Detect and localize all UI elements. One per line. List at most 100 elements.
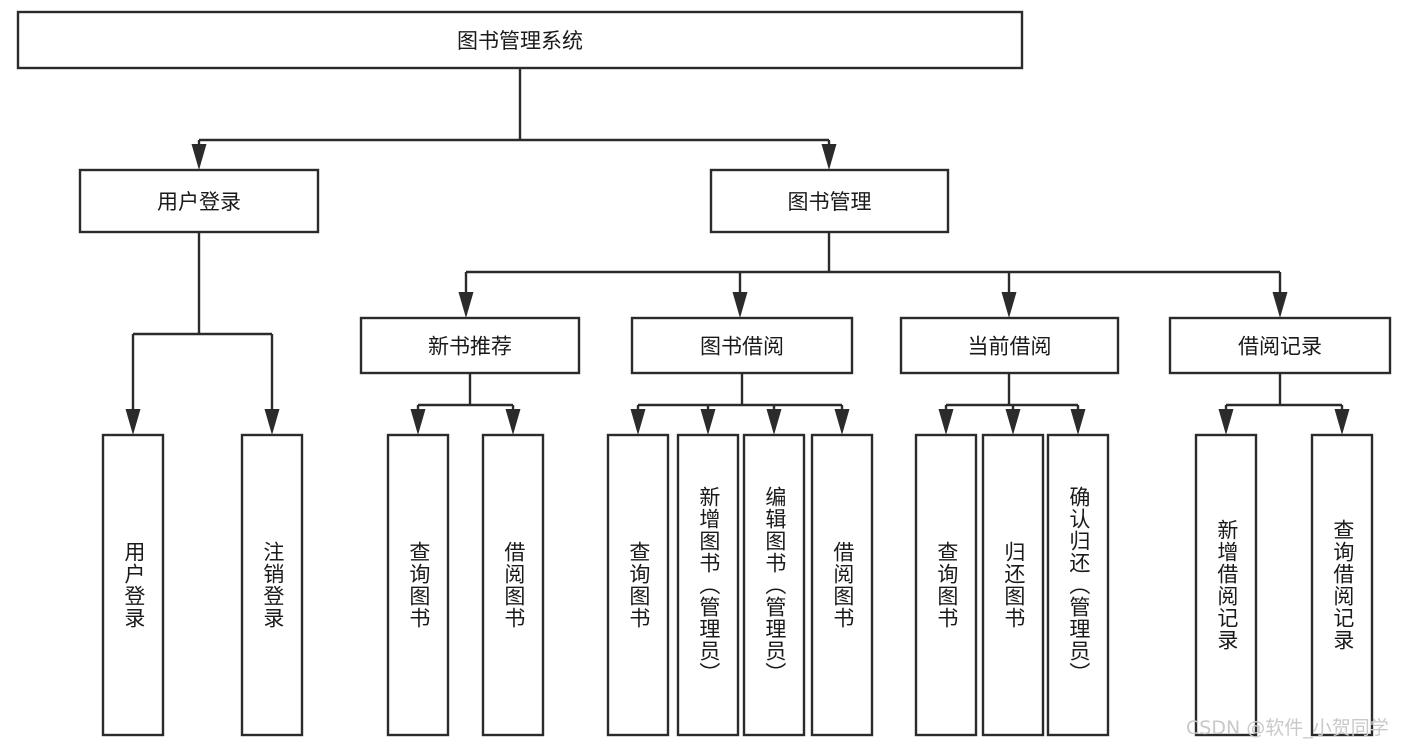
node-label-leaf-rec-borrow: 借阅图书 bbox=[501, 541, 526, 629]
node-label-leaf-bb-edit: 编辑图书（管理员） bbox=[762, 486, 787, 684]
arrow-head-icon bbox=[458, 292, 474, 318]
node-label-book-borrow: 图书借阅 bbox=[700, 335, 784, 359]
node-box-book-manage[interactable] bbox=[709, 168, 950, 234]
node-label-book-manage: 图书管理 bbox=[788, 190, 872, 214]
node-label-wrap-leaf-user-logout: 注销登录 bbox=[242, 435, 302, 735]
node-label-wrap-leaf-rec-query: 查询图书 bbox=[388, 435, 448, 735]
node-label-current-borrow: 当前借阅 bbox=[968, 335, 1052, 359]
node-leaf-bb-add[interactable] bbox=[676, 433, 740, 737]
node-leaf-user-logout[interactable] bbox=[240, 433, 304, 737]
node-label-leaf-user-logout: 注销登录 bbox=[260, 541, 285, 629]
node-box-current-borrow[interactable] bbox=[899, 316, 1120, 375]
connector-new-book-rec bbox=[410, 373, 521, 435]
node-label-wrap-leaf-cb-confirm: 确认归还（管理员） bbox=[1048, 435, 1108, 735]
arrow-head-icon bbox=[938, 409, 954, 435]
node-box-leaf-user-logout[interactable] bbox=[240, 433, 304, 737]
node-box-leaf-bb-query[interactable] bbox=[606, 433, 670, 737]
node-leaf-bb-query[interactable] bbox=[606, 433, 670, 737]
csdn-watermark: CSDN @软件_小贺同学 bbox=[1186, 717, 1389, 739]
node-label-leaf-user-login: 用户登录 bbox=[121, 541, 146, 629]
node-book-borrow[interactable]: 图书借阅 bbox=[630, 316, 854, 375]
node-box-leaf-cb-return[interactable] bbox=[981, 433, 1045, 737]
connector-book-manage bbox=[458, 232, 1288, 318]
node-label-leaf-br-query: 查询借阅记录 bbox=[1330, 519, 1355, 651]
arrow-head-icon bbox=[700, 409, 716, 435]
arrow-head-icon bbox=[1218, 409, 1234, 435]
node-label-wrap-leaf-br-query: 查询借阅记录 bbox=[1312, 435, 1372, 735]
node-box-root[interactable] bbox=[16, 10, 1024, 70]
node-label-wrap-leaf-user-login: 用户登录 bbox=[103, 435, 163, 735]
node-label-wrap-leaf-bb-borrow: 借阅图书 bbox=[812, 435, 872, 735]
node-box-book-borrow[interactable] bbox=[630, 316, 854, 375]
connector-book-borrow bbox=[630, 373, 850, 435]
node-leaf-cb-query[interactable] bbox=[914, 433, 978, 737]
node-box-leaf-br-add[interactable] bbox=[1194, 433, 1258, 737]
node-leaf-user-login[interactable] bbox=[101, 433, 165, 737]
node-box-leaf-bb-add[interactable] bbox=[676, 433, 740, 737]
node-label-wrap-leaf-bb-query: 查询图书 bbox=[608, 435, 668, 735]
node-label-leaf-rec-query: 查询图书 bbox=[406, 541, 431, 629]
node-leaf-bb-edit[interactable] bbox=[742, 433, 806, 737]
node-root[interactable]: 图书管理系统 bbox=[16, 10, 1024, 70]
node-new-book-rec[interactable]: 新书推荐 bbox=[359, 316, 581, 375]
node-box-leaf-rec-query[interactable] bbox=[386, 433, 450, 737]
arrow-head-icon bbox=[1070, 409, 1086, 435]
node-label-wrap-leaf-rec-borrow: 借阅图书 bbox=[483, 435, 543, 735]
arrow-head-icon bbox=[1001, 292, 1017, 318]
node-box-leaf-cb-query[interactable] bbox=[914, 433, 978, 737]
connector-current-borrow bbox=[938, 373, 1086, 435]
node-label-wrap-leaf-cb-query: 查询图书 bbox=[916, 435, 976, 735]
arrow-head-icon bbox=[505, 409, 521, 435]
node-box-leaf-user-login[interactable] bbox=[101, 433, 165, 737]
node-leaf-cb-confirm[interactable] bbox=[1046, 433, 1110, 737]
node-label-leaf-bb-query: 查询图书 bbox=[626, 541, 651, 629]
arrow-head-icon bbox=[410, 409, 426, 435]
node-label-leaf-cb-confirm: 确认归还（管理员） bbox=[1066, 486, 1091, 684]
node-borrow-record[interactable]: 借阅记录 bbox=[1168, 316, 1392, 375]
connector-user-login bbox=[125, 232, 280, 435]
node-box-leaf-br-query[interactable] bbox=[1310, 433, 1374, 737]
node-box-leaf-cb-confirm[interactable] bbox=[1046, 433, 1110, 737]
connectors-layer bbox=[125, 68, 1350, 435]
connector-borrow-record bbox=[1218, 373, 1350, 435]
node-book-manage[interactable]: 图书管理 bbox=[709, 168, 950, 234]
arrow-head-icon bbox=[1005, 409, 1021, 435]
arrow-head-icon bbox=[834, 409, 850, 435]
node-leaf-cb-return[interactable] bbox=[981, 433, 1045, 737]
node-label-leaf-bb-borrow: 借阅图书 bbox=[830, 541, 855, 629]
node-label-wrap-leaf-br-add: 新增借阅记录 bbox=[1196, 435, 1256, 735]
node-label-borrow-record: 借阅记录 bbox=[1238, 335, 1322, 359]
node-label-root: 图书管理系统 bbox=[457, 29, 583, 53]
node-leaf-rec-borrow[interactable] bbox=[481, 433, 545, 737]
node-leaf-rec-query[interactable] bbox=[386, 433, 450, 737]
node-current-borrow[interactable]: 当前借阅 bbox=[899, 316, 1120, 375]
node-box-leaf-bb-edit[interactable] bbox=[742, 433, 806, 737]
node-box-user-login[interactable] bbox=[78, 168, 320, 234]
node-leaf-bb-borrow[interactable] bbox=[810, 433, 874, 737]
node-box-new-book-rec[interactable] bbox=[359, 316, 581, 375]
arrow-head-icon bbox=[1272, 292, 1288, 318]
node-label-new-book-rec: 新书推荐 bbox=[428, 335, 512, 359]
node-label-user-login: 用户登录 bbox=[157, 190, 241, 214]
arrow-head-icon bbox=[264, 409, 280, 435]
arrow-head-icon bbox=[1334, 409, 1350, 435]
node-user-login[interactable]: 用户登录 bbox=[78, 168, 320, 234]
node-label-leaf-cb-return: 归还图书 bbox=[1001, 541, 1026, 629]
node-leaf-br-query[interactable] bbox=[1310, 433, 1374, 737]
arrow-head-icon bbox=[821, 144, 837, 170]
node-label-leaf-br-add: 新增借阅记录 bbox=[1214, 519, 1239, 651]
arrow-head-icon bbox=[766, 409, 782, 435]
node-label-wrap-leaf-bb-add: 新增图书（管理员） bbox=[678, 435, 738, 735]
arrow-head-icon bbox=[191, 144, 207, 170]
node-leaf-br-add[interactable] bbox=[1194, 433, 1258, 737]
node-box-leaf-bb-borrow[interactable] bbox=[810, 433, 874, 737]
node-label-leaf-cb-query: 查询图书 bbox=[934, 541, 959, 629]
node-label-leaf-bb-add: 新增图书（管理员） bbox=[696, 486, 721, 684]
node-box-borrow-record[interactable] bbox=[1168, 316, 1392, 375]
node-label-wrap-leaf-bb-edit: 编辑图书（管理员） bbox=[744, 435, 804, 735]
node-box-leaf-rec-borrow[interactable] bbox=[481, 433, 545, 737]
connector-root bbox=[191, 68, 837, 170]
